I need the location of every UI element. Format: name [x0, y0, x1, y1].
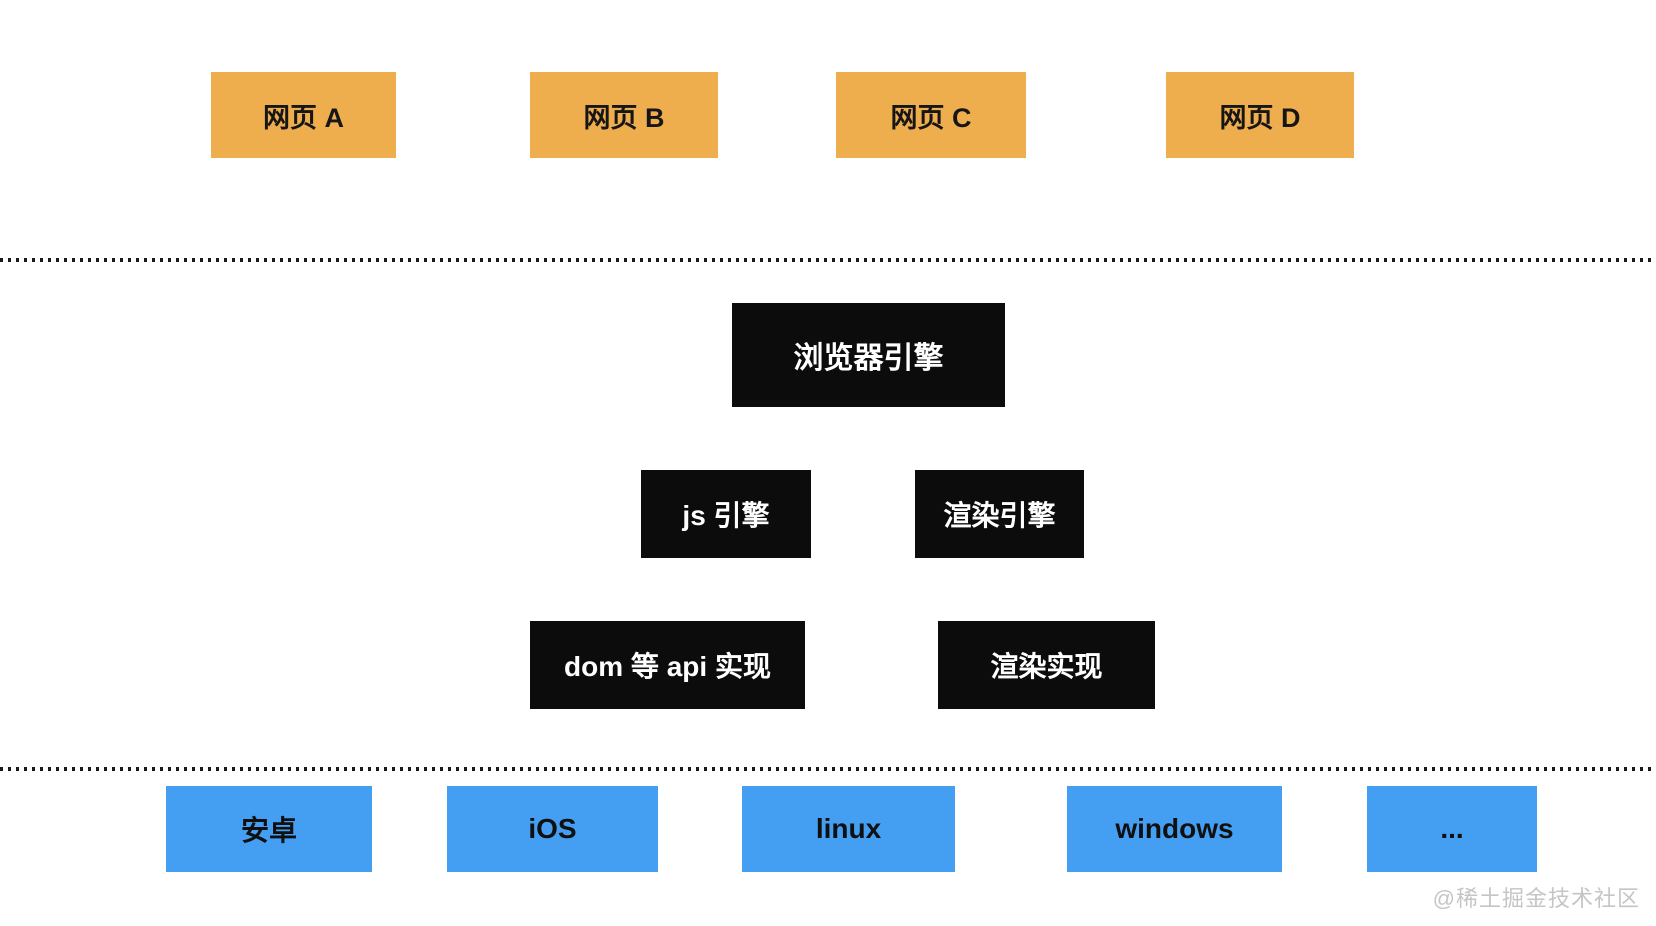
watermark: @稀土掘金技术社区: [1432, 886, 1640, 911]
platform-box-ios: iOS: [447, 786, 658, 872]
divider-webpages-engine: [0, 258, 1656, 262]
webpage-box-d: 网页 D: [1166, 72, 1354, 158]
render-engine-box: 渲染引擎: [915, 470, 1084, 558]
browser-engine-box: 浏览器引擎: [732, 303, 1005, 407]
platform-box-more: ...: [1367, 786, 1537, 872]
js-engine-box: js 引擎: [641, 470, 811, 558]
webpage-box-b: 网页 B: [530, 72, 718, 158]
webpage-box-c: 网页 C: [836, 72, 1026, 158]
platform-box-linux: linux: [742, 786, 955, 872]
render-implementation-box: 渲染实现: [938, 621, 1155, 709]
webpage-box-a: 网页 A: [211, 72, 396, 158]
platform-box-android: 安卓: [166, 786, 372, 872]
platform-box-windows: windows: [1067, 786, 1282, 872]
divider-engine-platforms: [0, 767, 1656, 771]
dom-api-implementation-box: dom 等 api 实现: [530, 621, 805, 709]
